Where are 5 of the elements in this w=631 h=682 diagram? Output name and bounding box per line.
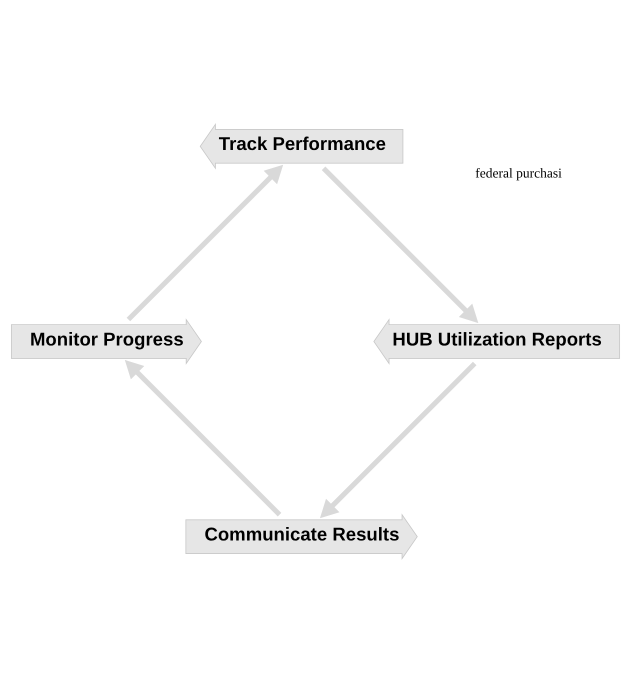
arrow: [320, 361, 477, 518]
arrow: [124, 359, 282, 516]
arrow: [126, 164, 284, 321]
label: federal purchasi: [475, 165, 562, 180]
arrow: [322, 166, 478, 323]
